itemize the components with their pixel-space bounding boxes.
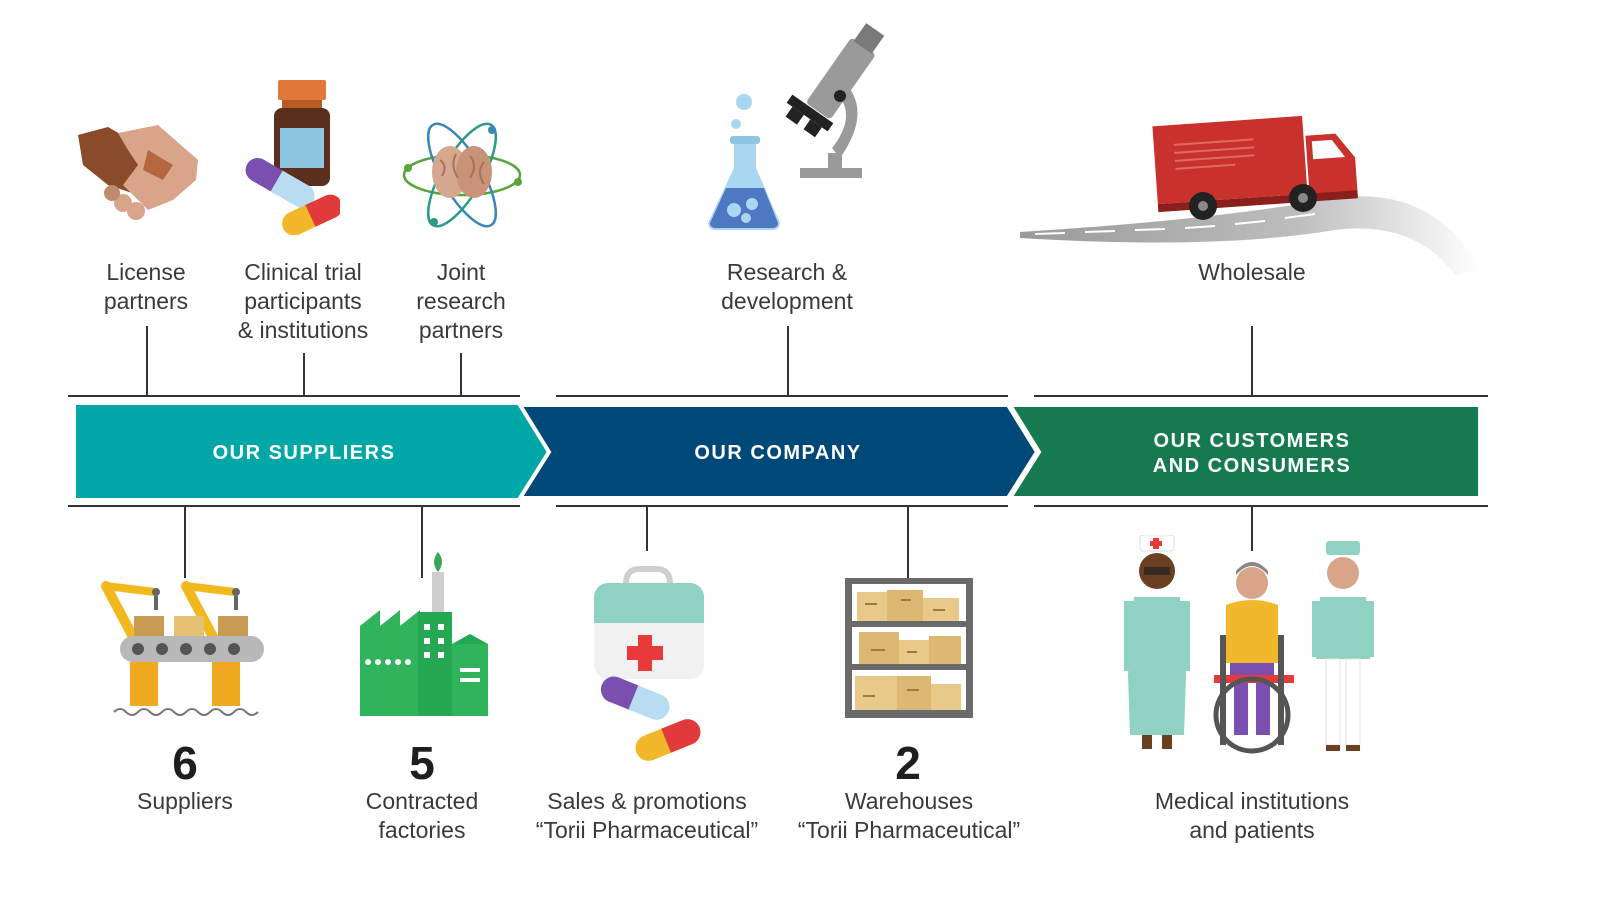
- medical-staff-patient-icon: [1124, 535, 1374, 754]
- connector-clinical: [303, 353, 305, 396]
- top-line-customers: [1034, 395, 1488, 397]
- medicine-bottle-icon: [245, 80, 340, 235]
- label-joint-line3: partners: [418, 317, 504, 343]
- connector-warehouses: [907, 506, 909, 578]
- bottom-line-customers: [1034, 505, 1488, 507]
- label-clinical-line3: & institutions: [237, 317, 369, 343]
- label-joint-line1: Joint: [436, 259, 486, 285]
- connector-wholesale: [1251, 326, 1253, 396]
- connector-rnd: [787, 326, 789, 396]
- top-line-suppliers: [68, 395, 520, 397]
- connector-factories: [421, 506, 423, 578]
- connector-medical: [1251, 506, 1253, 551]
- factory-icon: [360, 552, 488, 716]
- stage-label-customers-line1: OUR CUSTOMERS: [1153, 430, 1351, 452]
- label-wholesale: Wholesale: [1198, 259, 1306, 285]
- label-factories-line2: factories: [378, 817, 466, 843]
- label-warehouses-line1: Warehouses: [844, 788, 974, 814]
- handshake-icon: [78, 125, 198, 220]
- stage-arrow-customers: [1006, 403, 1482, 500]
- label-factories-line1: Contracted: [365, 788, 479, 814]
- label-medical-line1: Medical institutions: [1154, 788, 1350, 814]
- stage-arrow-suppliers: [76, 405, 547, 498]
- warehouse-shelf-icon: [845, 578, 973, 718]
- top-line-company: [556, 395, 1008, 397]
- label-sales-line2: “Torii Pharmaceutical”: [535, 817, 759, 843]
- label-warehouses-line2: “Torii Pharmaceutical”: [797, 817, 1021, 843]
- first-aid-kit-icon: [594, 566, 704, 761]
- brain-atom-icon: [402, 122, 522, 228]
- label-rnd-line2: development: [721, 288, 853, 314]
- connector-joint: [460, 353, 462, 396]
- connector-license: [146, 326, 148, 396]
- connector-suppliers: [184, 506, 186, 578]
- label-clinical-line1: Clinical trial: [244, 259, 362, 285]
- stage-label-suppliers: OUR SUPPLIERS: [212, 442, 396, 464]
- label-sales-line1: Sales & promotions: [547, 788, 747, 814]
- bottom-line-suppliers: [68, 505, 520, 507]
- label-clinical-line2: participants: [244, 288, 362, 314]
- count-suppliers: 6: [172, 737, 198, 789]
- robot-arm-assembly-icon: [101, 581, 264, 716]
- stage-label-company: OUR COMPANY: [694, 442, 862, 464]
- delivery-truck-icon: [1020, 115, 1480, 275]
- bottom-line-company: [556, 505, 1008, 507]
- connector-sales: [646, 506, 648, 551]
- stage-label-customers-line2: AND CONSUMERS: [1152, 455, 1352, 477]
- count-warehouses: 2: [895, 737, 921, 789]
- label-medical-line2: and patients: [1189, 817, 1315, 843]
- label-suppliers: Suppliers: [137, 788, 233, 814]
- label-license-line2: partners: [103, 288, 189, 314]
- count-factories: 5: [409, 737, 435, 789]
- label-joint-line2: research: [416, 288, 506, 314]
- label-rnd-line1: Research &: [726, 259, 848, 285]
- label-license-line1: License: [106, 259, 186, 285]
- flask-microscope-icon: [708, 23, 885, 230]
